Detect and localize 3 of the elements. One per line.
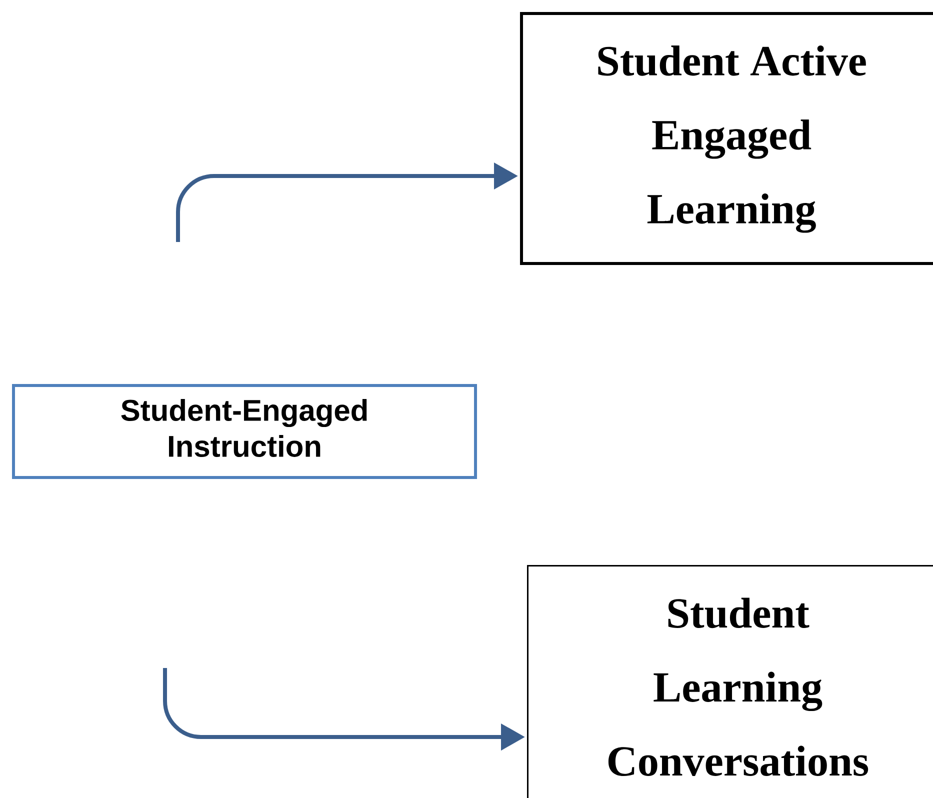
text-box: Student Active Engaged Learning: [520, 12, 933, 265]
text-box: Student Learning Conversations: [527, 565, 933, 798]
text-box: Student-Engaged Instruction: [12, 384, 477, 479]
